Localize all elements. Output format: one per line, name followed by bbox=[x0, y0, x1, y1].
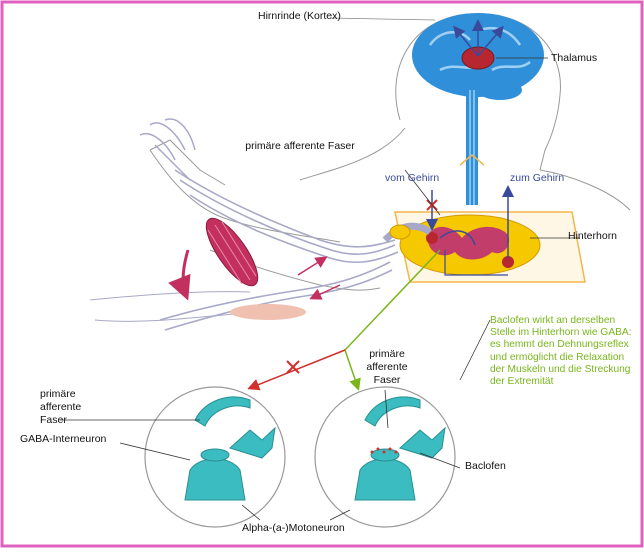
label-thalamus: Thalamus bbox=[551, 52, 597, 65]
label-vom-gehirn: vom Gehirn bbox=[385, 172, 439, 185]
label-primaere-faser-top: primäre afferente Faser bbox=[240, 140, 360, 153]
cerebellum bbox=[478, 80, 522, 100]
label-baclofen-text: Baclofen wirkt an derselben Stelle im Hi… bbox=[490, 315, 640, 388]
label-baclofen: Baclofen bbox=[465, 460, 506, 473]
label-hirnrinde: Hirnrinde (Kortex) bbox=[258, 10, 341, 23]
label-primaere-faser-left: primäre afferente Faser bbox=[40, 388, 100, 427]
label-hinterhorn: Hinterhorn bbox=[568, 230, 617, 243]
label-zum-gehirn: zum Gehirn bbox=[510, 172, 564, 185]
label-motoneuron: Alpha-(a-)Motoneuron bbox=[242, 522, 345, 535]
spinal-cord-tract bbox=[466, 90, 478, 205]
label-gaba-interneuron: GABA-Interneuron bbox=[20, 433, 106, 446]
label-primaere-faser-right: primäre afferente Faser bbox=[352, 348, 422, 387]
elbow-pad bbox=[230, 304, 306, 320]
